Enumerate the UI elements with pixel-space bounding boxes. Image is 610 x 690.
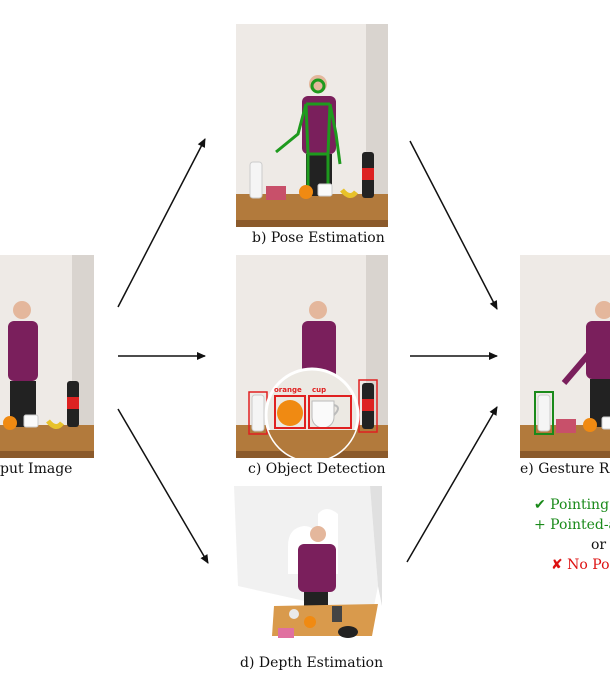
depth-estimation-caption: d) Depth Estimation [240, 655, 384, 671]
orange-detection-label: orange [274, 386, 302, 394]
pointed-at-result-text: + Pointed-a [534, 517, 610, 533]
arrow-pose-to-gesture [409, 140, 498, 310]
gesture-recognition-panel [520, 255, 610, 458]
object-detection-panel: orange cup [236, 255, 388, 458]
pointing-result-text: ✔ Pointing [534, 497, 610, 513]
arrow-input-to-depth [117, 408, 209, 564]
input-image-panel [0, 255, 94, 458]
pose-estimation-panel [236, 24, 388, 227]
arrow-depth-to-gesture [406, 406, 498, 563]
object-detection-caption: c) Object Detection [248, 461, 386, 477]
cup-detection-label: cup [312, 386, 327, 394]
no-pointing-result-text: ✘ No Poi [551, 557, 610, 573]
pose-estimation-caption: b) Pose Estimation [252, 230, 385, 246]
input-image-caption: put Image [0, 461, 73, 477]
gesture-recognition-caption: e) Gesture Re [520, 461, 610, 477]
arrow-input-to-pose [117, 138, 206, 308]
or-text: or [591, 537, 607, 553]
depth-estimation-panel [232, 486, 382, 654]
